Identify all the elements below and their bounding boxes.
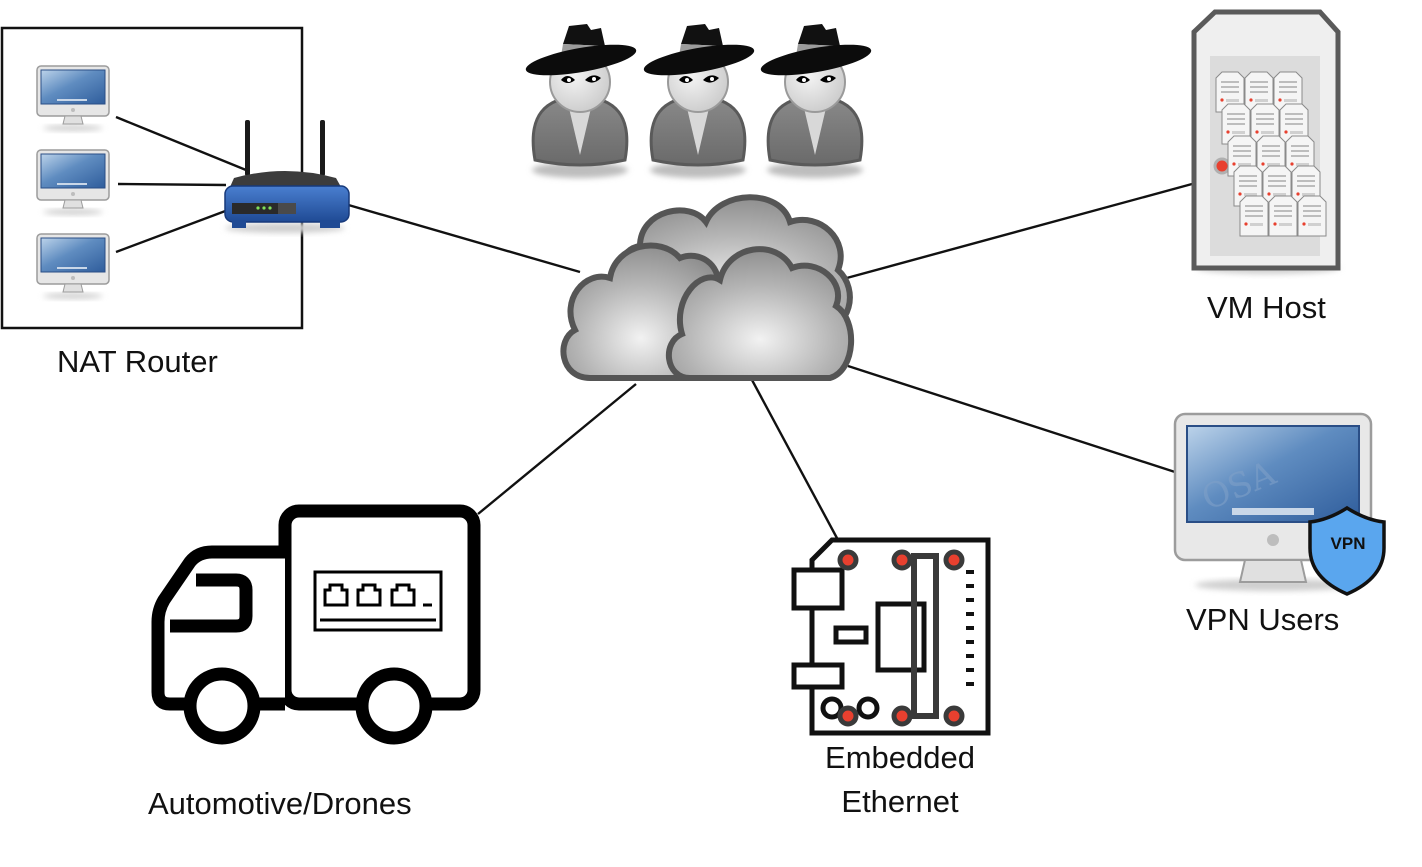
automotive-label: Automotive/Drones	[148, 786, 412, 821]
vpn-badge-text: VPN	[1330, 534, 1366, 553]
edge-client3-router	[115, 208, 229, 254]
edges	[115, 115, 1193, 541]
embedded-ethernet-node	[791, 537, 991, 736]
attacker-icon-1	[524, 24, 638, 178]
truck-icon	[151, 504, 481, 745]
nat-router-node	[0, 26, 350, 330]
ethernet-switch-icon	[313, 570, 443, 632]
attacker-icon-3	[759, 24, 873, 178]
edge-vmhost-internet	[831, 182, 1193, 284]
attacker-icon-2	[642, 24, 756, 178]
desktop-icon-client-3	[37, 234, 109, 299]
automotive-node	[151, 504, 481, 745]
wifi-router-icon	[224, 120, 350, 233]
nat-router-label: NAT Router	[57, 344, 218, 379]
edge-automotive-internet	[477, 383, 637, 515]
edge-nat-router-internet	[344, 202, 581, 274]
circuit-board-icon	[791, 537, 991, 736]
embedded-label-line-2: Ethernet	[841, 784, 959, 819]
edge-client1-router	[115, 115, 247, 172]
vpn-shield-icon	[1308, 505, 1386, 596]
desktop-icon-client-1	[37, 66, 109, 131]
embedded-label-line-1: Embedded	[825, 740, 975, 775]
edge-vpn-internet	[847, 364, 1176, 474]
vpn-users-label: VPN Users	[1186, 602, 1340, 637]
desktop-icon-vpn: OSA	[1173, 412, 1373, 591]
attacker-group	[524, 24, 873, 178]
edge-embedded-internet	[750, 379, 840, 541]
server-rack-icon	[1191, 9, 1341, 274]
desktop-icon-client-2	[37, 150, 109, 215]
vpn-users-node: OSA	[1173, 412, 1386, 596]
internet-cloud-icon	[560, 194, 855, 381]
edge-client2-router	[117, 182, 227, 187]
vm-host-label: VM Host	[1207, 290, 1326, 325]
vm-host-node	[1191, 9, 1341, 274]
